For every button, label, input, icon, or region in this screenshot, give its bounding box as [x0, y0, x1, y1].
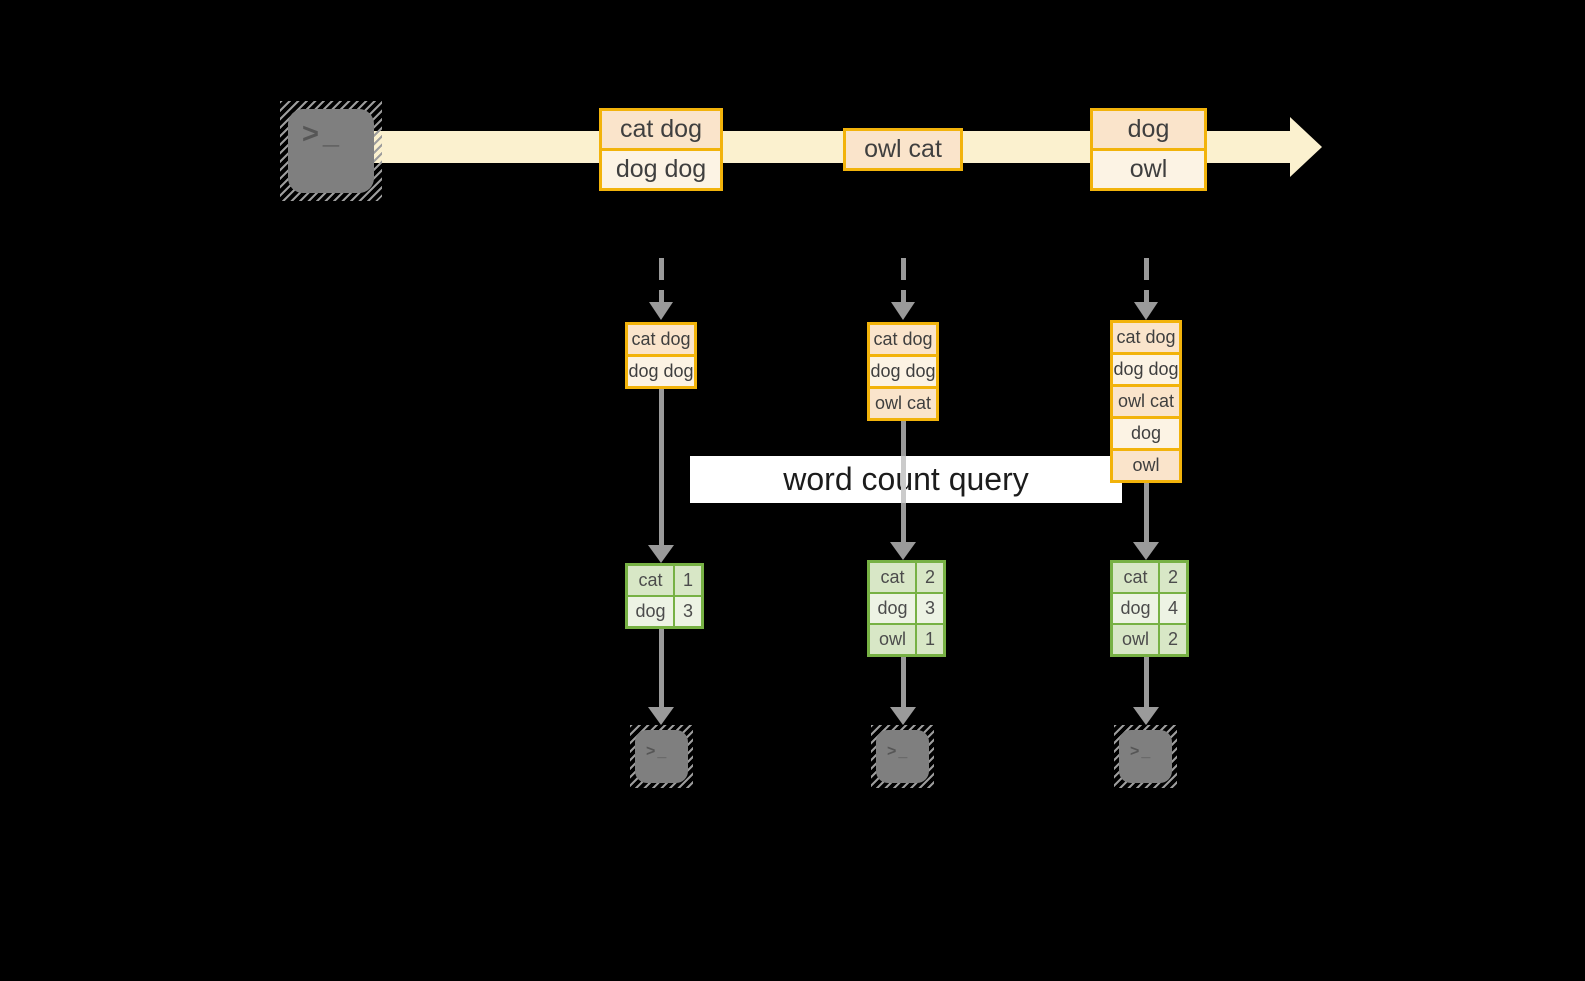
query-arrow	[659, 389, 664, 545]
sink-terminal-icon: >_	[1114, 725, 1177, 788]
buffer-record: dog	[1113, 416, 1179, 448]
stream-event-batch-3: dog owl	[1090, 108, 1207, 191]
word-cell: cat	[1113, 563, 1158, 592]
arrow-through-banner	[901, 456, 906, 503]
event-record: dog	[1093, 111, 1204, 148]
word-cell: dog	[870, 594, 915, 623]
sink-terminal-icon: >_	[630, 725, 693, 788]
output-arrow	[659, 629, 664, 707]
buffer-record: cat dog	[1113, 323, 1179, 352]
stream-timeline-arrowhead-icon	[1290, 117, 1322, 177]
table-row: cat 2	[1113, 563, 1186, 592]
query-arrowhead-icon	[648, 545, 674, 563]
stream-event-batch-2: owl cat	[843, 128, 963, 171]
event-record: owl cat	[846, 131, 960, 168]
event-record: owl	[1093, 148, 1204, 188]
dashed-arrow-icon	[1144, 258, 1149, 302]
terminal-screen: >_	[876, 730, 929, 783]
word-cell: cat	[870, 563, 915, 592]
wordcount-table-1: cat 1 dog 3	[625, 563, 704, 629]
buffer-record: owl cat	[870, 386, 936, 418]
terminal-prompt-icon: >_	[887, 743, 910, 760]
buffer-record: cat dog	[870, 325, 936, 354]
output-arrow	[1144, 657, 1149, 707]
buffer-record: dog dog	[1113, 352, 1179, 384]
event-record: dog dog	[602, 148, 720, 188]
terminal-screen: >_	[635, 730, 688, 783]
buffer-record: owl	[1113, 448, 1179, 480]
word-cell: dog	[1113, 594, 1158, 623]
output-arrowhead-icon	[890, 707, 916, 725]
count-cell: 3	[917, 594, 943, 623]
source-terminal-icon: >_	[280, 101, 382, 201]
sink-terminal-icon: >_	[871, 725, 934, 788]
terminal-prompt-icon: >_	[1130, 743, 1153, 760]
dashed-arrow-icon	[901, 258, 906, 302]
table-row: dog 3	[628, 597, 701, 626]
query-banner: word count query	[690, 456, 1122, 503]
count-cell: 1	[917, 625, 943, 654]
word-cell: cat	[628, 566, 673, 595]
wordcount-table-3: cat 2 dog 4 owl 2	[1110, 560, 1189, 657]
terminal-screen: >_	[288, 109, 374, 193]
buffer-record: cat dog	[628, 325, 694, 354]
word-cell: owl	[1113, 625, 1158, 654]
wordcount-table-2: cat 2 dog 3 owl 1	[867, 560, 946, 657]
count-cell: 2	[1160, 625, 1186, 654]
query-banner-label: word count query	[783, 461, 1029, 497]
query-arrow	[1144, 483, 1149, 542]
buffer-record: dog dog	[628, 354, 694, 386]
query-arrowhead-icon	[890, 542, 916, 560]
table-row: owl 2	[1113, 625, 1186, 654]
terminal-prompt-icon: >_	[646, 743, 669, 760]
buffer-stack-2: cat dog dog dog owl cat	[867, 322, 939, 421]
output-arrowhead-icon	[1133, 707, 1159, 725]
count-cell: 2	[917, 563, 943, 592]
query-arrowhead-icon	[1133, 542, 1159, 560]
word-cell: owl	[870, 625, 915, 654]
buffer-stack-1: cat dog dog dog	[625, 322, 697, 389]
event-record: cat dog	[602, 111, 720, 148]
count-cell: 3	[675, 597, 701, 626]
buffer-record: dog dog	[870, 354, 936, 386]
count-cell: 2	[1160, 563, 1186, 592]
table-row: dog 3	[870, 594, 943, 623]
table-row: dog 4	[1113, 594, 1186, 623]
table-row: cat 1	[628, 566, 701, 595]
word-cell: dog	[628, 597, 673, 626]
count-cell: 1	[675, 566, 701, 595]
count-cell: 4	[1160, 594, 1186, 623]
buffer-record: owl cat	[1113, 384, 1179, 416]
table-row: cat 2	[870, 563, 943, 592]
terminal-screen: >_	[1119, 730, 1172, 783]
stream-event-batch-1: cat dog dog dog	[599, 108, 723, 191]
dashed-arrowhead-icon	[1134, 302, 1158, 320]
table-row: owl 1	[870, 625, 943, 654]
buffer-stack-3: cat dog dog dog owl cat dog owl	[1110, 320, 1182, 483]
dashed-arrow-icon	[659, 258, 664, 302]
dashed-arrowhead-icon	[891, 302, 915, 320]
dashed-arrowhead-icon	[649, 302, 673, 320]
terminal-prompt-icon: >_	[302, 118, 344, 150]
output-arrow	[901, 657, 906, 707]
output-arrowhead-icon	[648, 707, 674, 725]
